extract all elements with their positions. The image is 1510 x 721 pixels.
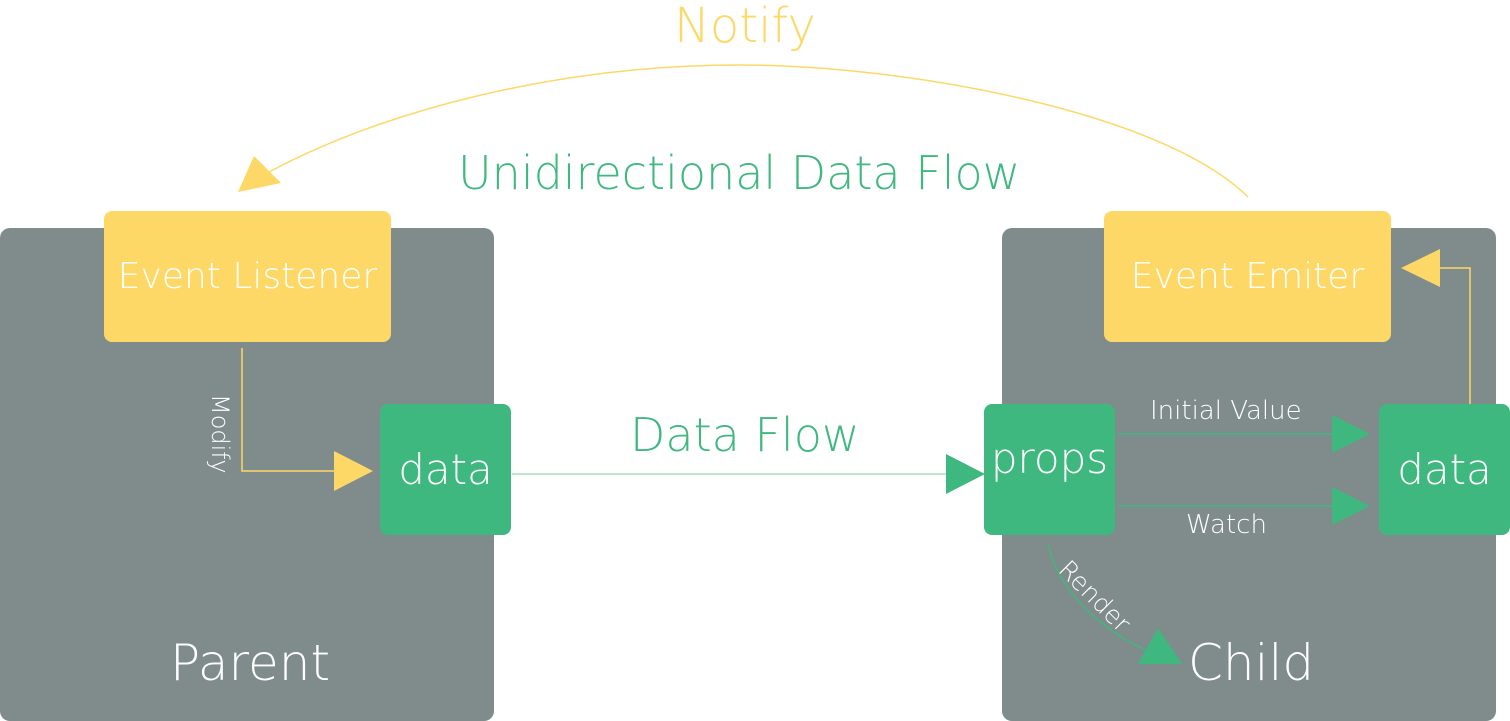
notify-label: Notify <box>674 0 816 54</box>
parent-data-box: data <box>380 404 511 535</box>
parent-title: Parent <box>170 634 331 692</box>
event-listener-box: Event Listener <box>104 211 391 342</box>
data-flow-arrowhead <box>946 454 985 494</box>
render-arrowhead <box>1138 628 1182 664</box>
parent-data-label: data <box>398 445 493 494</box>
initial-value-arrowhead <box>1332 415 1370 453</box>
watch-arrowhead <box>1332 487 1370 525</box>
data-flow-label: Data Flow <box>630 408 860 462</box>
child-data-box: data <box>1379 404 1510 535</box>
unidirectional-data-flow-label: Unidirectional Data Flow <box>458 146 1021 200</box>
child-data-label: data <box>1397 445 1492 494</box>
props-label: props <box>990 434 1109 483</box>
watch-label: Watch <box>1186 510 1267 540</box>
modify-label: Modify <box>206 394 234 474</box>
initial-value-label: Initial Value <box>1150 396 1302 426</box>
notify-arrowhead <box>238 156 281 192</box>
emitter-line <box>1436 267 1471 404</box>
event-emitter-box: Event Emiter <box>1104 211 1391 342</box>
emitter-arrowhead <box>1401 249 1440 287</box>
modify-arrowhead <box>334 451 373 491</box>
props-box: props <box>984 404 1115 535</box>
modify-line <box>241 348 338 472</box>
event-emitter-label: Event Emiter <box>1130 256 1365 297</box>
notify-arc <box>259 64 1249 198</box>
render-curve <box>1047 543 1151 653</box>
child-title: Child <box>1188 634 1315 692</box>
event-listener-label: Event Listener <box>117 256 378 297</box>
